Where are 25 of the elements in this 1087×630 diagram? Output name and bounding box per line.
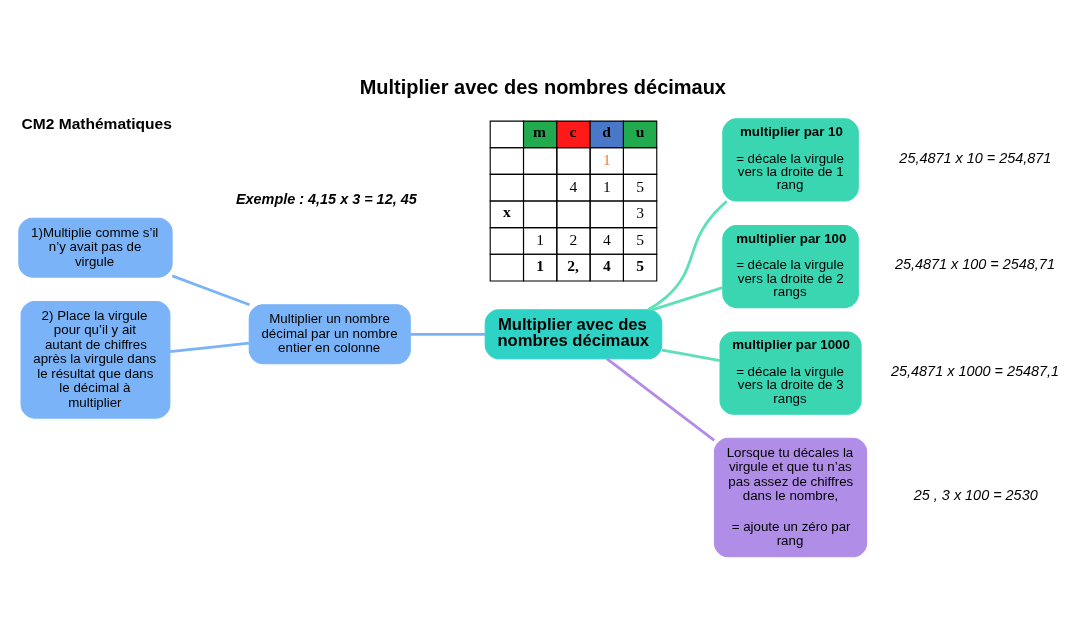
label: 1: [602, 150, 611, 168]
label: 1: [602, 177, 611, 195]
label: u: [635, 122, 645, 140]
node-label: 25,4871 x 10 = 254,871: [899, 149, 1052, 166]
label: 1: [536, 256, 545, 274]
label: 5: [636, 230, 644, 248]
label: 4: [602, 256, 611, 274]
label: 3: [636, 203, 644, 221]
node-label: 25 , 3 x 100 = 2530: [913, 486, 1038, 503]
label: c: [569, 122, 577, 140]
node-label: 25,4871 x 1000 = 25487,1: [891, 362, 1060, 379]
node-label: 25,4871 x 100 = 2548,71: [894, 255, 1055, 272]
label: m: [532, 122, 546, 140]
label: 2,: [567, 256, 580, 274]
label: d: [602, 122, 611, 140]
label: 4: [602, 230, 611, 248]
label: 1: [536, 230, 545, 248]
label: 4: [569, 177, 578, 195]
label: 2: [569, 230, 578, 248]
diagram-title: Multiplier avec des nombres décimaux: [359, 75, 726, 98]
label: x: [502, 202, 511, 220]
label: 5: [636, 256, 644, 274]
label: 5: [636, 177, 644, 195]
label: Exemple : 4,15 x 3 = 12, 45: [235, 190, 417, 207]
label: CM2 Mathématiques: [21, 114, 172, 132]
